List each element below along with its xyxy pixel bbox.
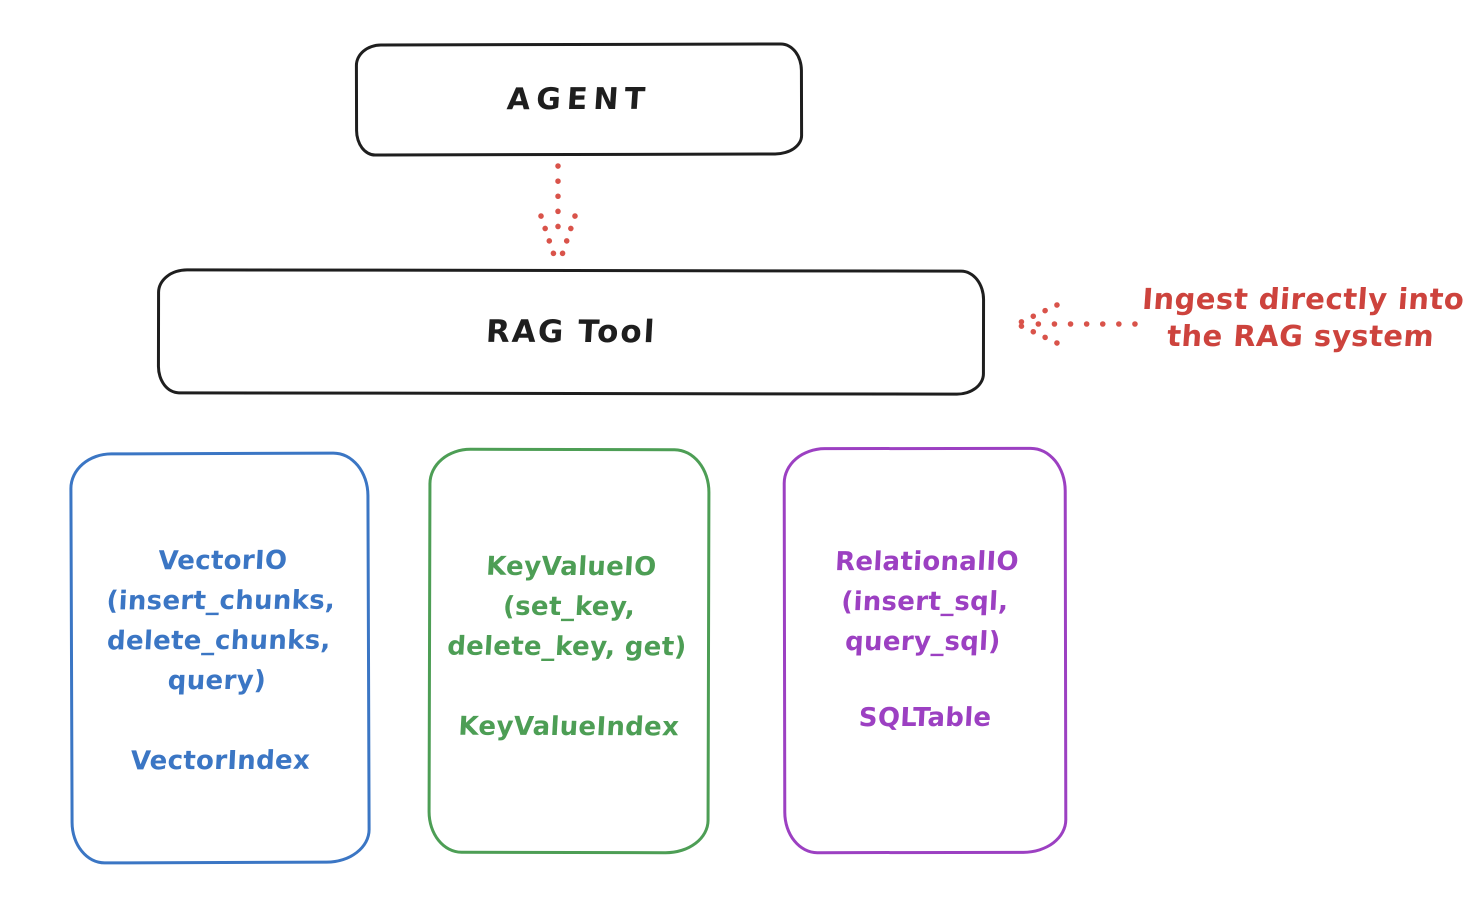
rag-tool-node-label: RAG Tool <box>484 313 658 351</box>
keyvalue-index-label: KeyValueIndex <box>457 711 680 743</box>
vector-io-line4: query) <box>167 665 267 697</box>
rag-tool-node: RAG Tool <box>156 268 986 396</box>
arrow-left-icon <box>1016 302 1138 346</box>
sql-table-label: SQLTable <box>858 702 993 734</box>
ingest-annotation-line1: Ingest directly into <box>1141 282 1466 316</box>
vector-index-label: VectorIndex <box>129 745 311 777</box>
keyvalue-io-box: KeyValueIO (set_key, delete_key, get) Ke… <box>427 447 711 855</box>
keyvalue-io-signature: KeyValueIO (set_key, delete_key, get) <box>428 547 711 668</box>
vector-io-box: VectorIO (insert_chunks, delete_chunks, … <box>69 451 371 865</box>
ingest-annotation: Ingest directly into the RAG system <box>1125 281 1478 355</box>
keyvalue-io-line3: delete_key, get) <box>446 631 688 663</box>
vector-io-signature: VectorIO (insert_chunks, delete_chunks, … <box>69 540 371 701</box>
agent-node-label: AGENT <box>505 81 653 118</box>
vector-io-line1: VectorIO <box>157 545 289 577</box>
relational-io-signature: RelationalIO (insert_sql, query_sql) <box>783 542 1067 662</box>
ingest-annotation-line2: the RAG system <box>1165 319 1436 353</box>
relational-io-line2: (insert_sql, <box>840 586 1010 618</box>
relational-io-line3: query_sql) <box>844 626 1002 658</box>
keyvalue-io-line1: KeyValueIO <box>485 551 658 583</box>
vector-io-line3: delete_chunks, <box>106 625 332 657</box>
keyvalue-io-line2: (set_key, <box>502 591 637 623</box>
vector-io-line2: (insert_chunks, <box>105 585 336 617</box>
relational-io-line1: RelationalIO <box>834 546 1020 578</box>
agent-node: AGENT <box>354 42 804 157</box>
arrow-down-icon <box>538 163 578 267</box>
relational-io-box: RelationalIO (insert_sql, query_sql) SQL… <box>782 446 1068 855</box>
